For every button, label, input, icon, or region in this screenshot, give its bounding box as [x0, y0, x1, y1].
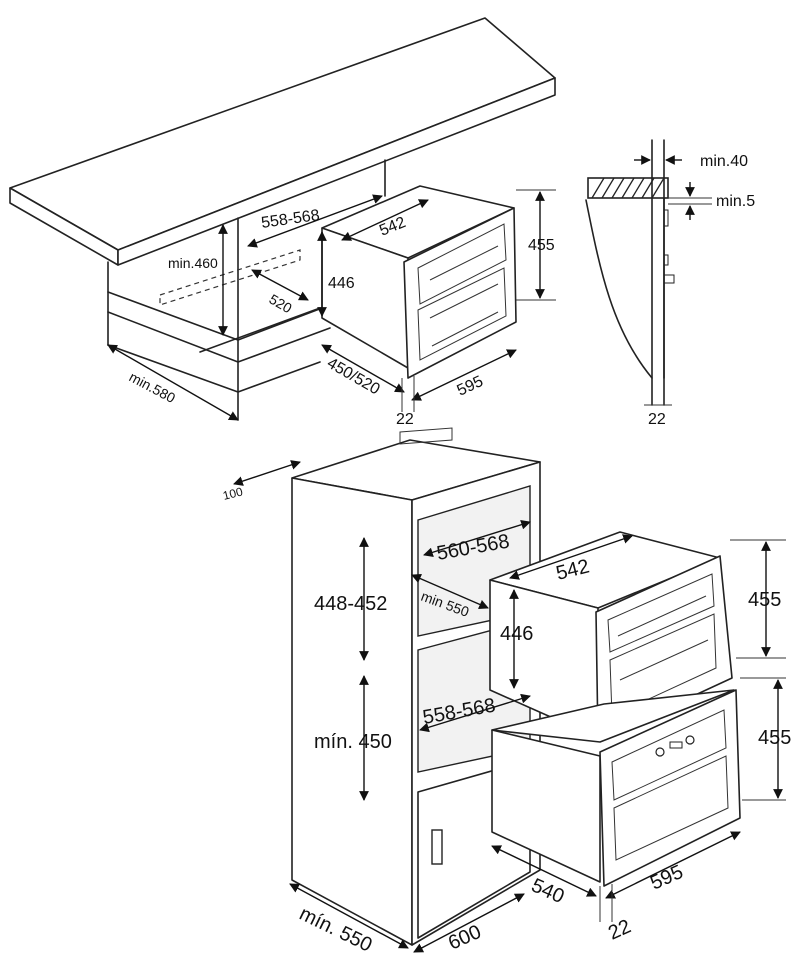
dim-22-top: 22 — [396, 411, 414, 428]
dim-455-bottom-lower: 455 — [758, 727, 791, 749]
dim-22-bottom: 22 — [605, 915, 634, 944]
column-side — [291, 477, 413, 946]
ventilation-slot — [159, 249, 301, 306]
bottom-installation-drawing: 100 448-452 560-568 min 550 542 446 455 … — [221, 427, 791, 957]
dim-min580: min.580 — [127, 369, 179, 407]
side-section-detail: min.40 min.5 22 — [585, 139, 755, 428]
dim-100: 100 — [221, 484, 244, 503]
dim-450-520: 450/520 — [324, 355, 383, 399]
dim-22-side: 22 — [648, 411, 666, 428]
dim-446-bottom: 446 — [500, 623, 533, 645]
dim-446-top: 446 — [328, 275, 355, 292]
dim-558-568-top: 558-568 — [260, 207, 321, 232]
dim-520: 520 — [267, 291, 295, 317]
dim-595-bottom: 595 — [647, 861, 686, 895]
dim-448-452: 448-452 — [314, 593, 387, 615]
dim-min450: mín. 450 — [314, 731, 392, 753]
top-installation-drawing: min.460 558-568 520 min.580 542 446 455 … — [9, 17, 556, 428]
door-handle — [431, 829, 443, 865]
dim-600: 600 — [445, 921, 484, 955]
dim-min460: min.460 — [168, 255, 218, 271]
dim-min40: min.40 — [700, 153, 748, 170]
dim-min5: min.5 — [716, 193, 755, 210]
dim-455-top: 455 — [528, 237, 555, 254]
dim-455-bottom-top: 455 — [748, 589, 781, 611]
